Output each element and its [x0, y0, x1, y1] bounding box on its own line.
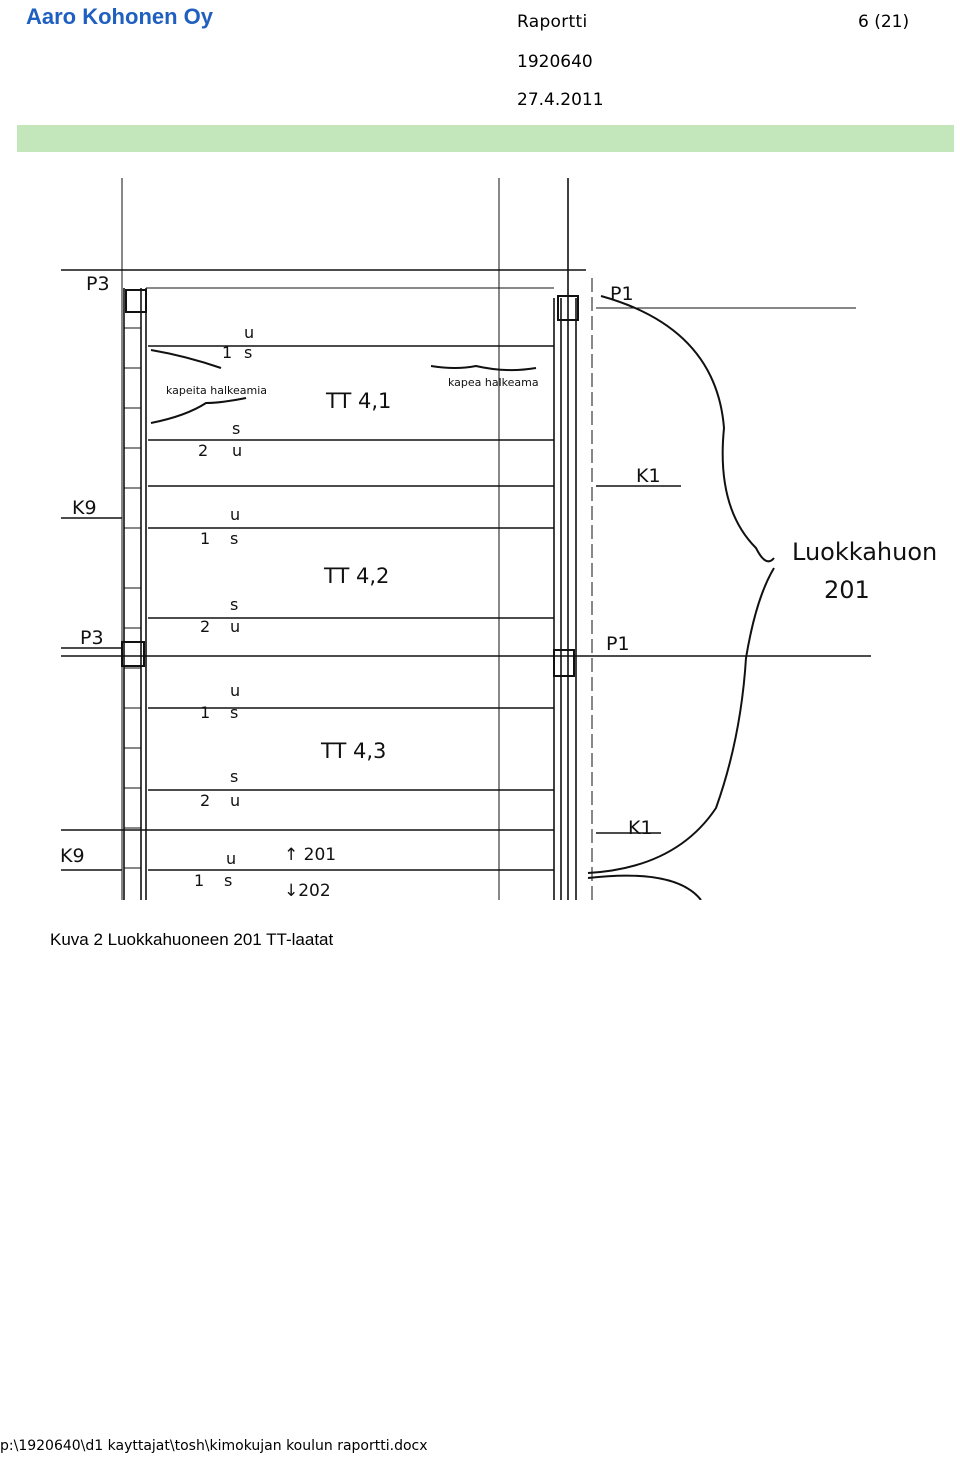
label-room-number: 201 — [824, 576, 870, 604]
page-number: 6 (21) — [858, 12, 910, 32]
slab-mark-s: s — [230, 529, 238, 548]
document-number: 1920640 — [517, 52, 593, 72]
label-p3-top: P3 — [86, 273, 110, 295]
label-crack-left: kapeita halkeamia — [166, 384, 267, 397]
slab-mark-one: 1 — [200, 703, 210, 722]
slab-mark-s: s — [244, 343, 252, 362]
label-tt43: TT 4,3 — [320, 739, 386, 763]
slab-mark-s: s — [232, 419, 240, 438]
slab-mark-u: u — [230, 791, 240, 810]
label-arrow-202: ↓202 — [284, 881, 331, 900]
label-p1-mid: P1 — [606, 633, 630, 655]
slab-mark-s: s — [230, 595, 238, 614]
document-date: 27.4.2011 — [517, 90, 604, 110]
slab-mark-one: 1 — [194, 871, 204, 890]
floor-plan-drawing: P3 P3 P1 P1 K9 K9 K1 K1 TT 4,1 TT 4,2 TT… — [56, 178, 936, 900]
slab-mark-s: s — [230, 767, 238, 786]
label-p3-mid: P3 — [80, 627, 104, 649]
floor-plan-svg: P3 P3 P1 P1 K9 K9 K1 K1 TT 4,1 TT 4,2 TT… — [60, 178, 936, 900]
footer-file-path: p:\1920640\d1 kayttajat\tosh\kimokujan k… — [0, 1438, 428, 1454]
label-arrow-201: ↑ 201 — [284, 845, 336, 865]
label-tt42: TT 4,2 — [323, 564, 389, 588]
slab-mark-one: 1 — [200, 529, 210, 548]
slab-mark-u: u — [230, 681, 240, 700]
label-room-name: Luokkahuone — [792, 538, 936, 566]
slab-mark-u: u — [230, 617, 240, 636]
label-crack-right: kapea halkeama — [448, 376, 539, 389]
figure-caption: Kuva 2 Luokkahuoneen 201 TT-laatat — [50, 930, 334, 949]
slab-mark-u: u — [244, 323, 254, 342]
slab-mark-u: u — [226, 849, 236, 868]
slab-mark-s: s — [230, 703, 238, 722]
label-p1-top: P1 — [610, 283, 634, 305]
slab-mark-s: s — [224, 871, 232, 890]
label-k1-bottom: K1 — [628, 817, 653, 839]
slab-mark-two: 2 — [200, 791, 210, 810]
slab-mark-u: u — [230, 505, 240, 524]
header-band — [17, 125, 954, 152]
company-name: Aaro Kohonen Oy — [26, 4, 214, 29]
slab-mark-u: u — [232, 441, 242, 460]
label-k1-top: K1 — [636, 465, 661, 487]
document-type: Raportti — [517, 12, 588, 32]
slab-mark-two: 2 — [200, 617, 210, 636]
label-tt41: TT 4,1 — [325, 389, 391, 413]
label-k9-bottom: K9 — [60, 845, 85, 867]
slab-mark-one: 1 — [222, 343, 232, 362]
slab-mark-two: 2 — [198, 441, 208, 460]
label-k9-top: K9 — [72, 497, 97, 519]
